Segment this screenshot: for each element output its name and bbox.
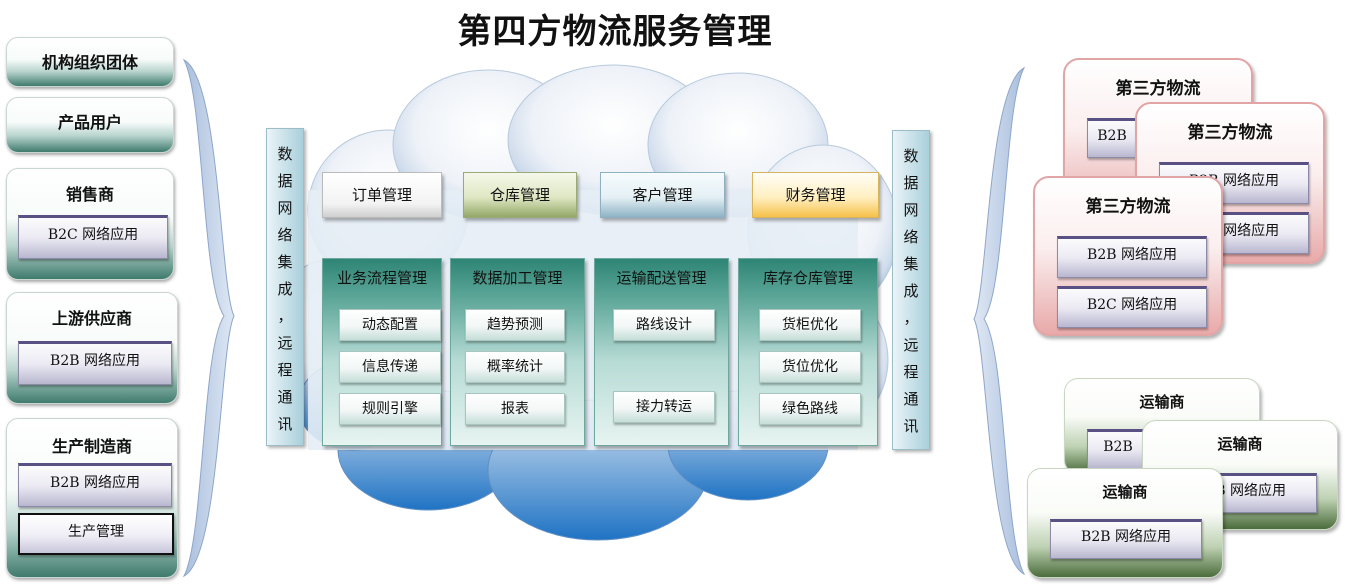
route-design-button[interactable]: 路线设计 (613, 309, 715, 341)
relay-transfer-button[interactable]: 接力转运 (613, 391, 715, 423)
seller-b2c-app[interactable]: B2C 网络应用 (18, 215, 168, 259)
seller-box[interactable]: 销售商 B2C 网络应用 (6, 168, 174, 280)
tpl-card-front-title: 第三方物流 (1085, 197, 1171, 217)
warehouse-mgmt-box[interactable]: 仓库管理 (463, 172, 577, 218)
probability-stats-button[interactable]: 概率统计 (465, 351, 565, 383)
green-route-button[interactable]: 绿色路线 (759, 393, 861, 425)
right-data-integration-bar: 数据网络集成，远程通讯 (892, 130, 930, 450)
finance-mgmt-box[interactable]: 财务管理 (752, 172, 879, 218)
container-opt-button[interactable]: 货柜优化 (759, 309, 861, 341)
tpl-card-back-title: 第三方物流 (1115, 79, 1201, 99)
data-processing-title: 数据加工管理 (472, 269, 563, 287)
dynamic-config-button[interactable]: 动态配置 (339, 309, 441, 341)
manufacturer-label: 生产制造商 (51, 437, 132, 456)
slot-opt-button[interactable]: 货位优化 (759, 351, 861, 383)
carrier-card-front-title: 运输商 (1102, 483, 1148, 501)
org-group-box[interactable]: 机构组织团体 (6, 37, 174, 87)
business-process-panel: 业务流程管理 动态配置 信息传递 规则引擎 (322, 258, 442, 446)
tpl-card-front[interactable]: 第三方物流 B2B 网络应用 B2C 网络应用 (1033, 176, 1223, 336)
customer-mgmt-box[interactable]: 客户管理 (600, 172, 725, 218)
info-transfer-button[interactable]: 信息传递 (339, 351, 441, 383)
rule-engine-button[interactable]: 规则引擎 (339, 393, 441, 425)
carrier-card-front[interactable]: 运输商 B2B 网络应用 (1027, 468, 1223, 578)
inventory-title: 库存仓库管理 (762, 269, 853, 287)
manufacturer-b2b-app[interactable]: B2B 网络应用 (18, 463, 172, 507)
report-button[interactable]: 报表 (465, 393, 565, 425)
carrier-card-middle-title: 运输商 (1217, 435, 1263, 453)
transport-panel: 运输配送管理 路线设计 接力转运 (594, 258, 729, 446)
inventory-panel: 库存仓库管理 货柜优化 货位优化 绿色路线 (738, 258, 878, 446)
upstream-b2b-app[interactable]: B2B 网络应用 (18, 341, 172, 385)
carrier-front-b2b[interactable]: B2B 网络应用 (1050, 519, 1202, 559)
carrier-back-b2b[interactable]: B2B (1087, 429, 1149, 469)
product-user-label: 产品用户 (57, 113, 122, 132)
seller-label: 销售商 (65, 185, 114, 204)
tpl-back-b2b[interactable]: B2B (1087, 118, 1137, 158)
data-processing-panel: 数据加工管理 趋势预测 概率统计 报表 (450, 258, 585, 446)
order-mgmt-box[interactable]: 订单管理 (322, 172, 442, 218)
org-group-label: 机构组织团体 (41, 53, 138, 72)
left-bracket-icon (182, 58, 235, 578)
tpl-front-b2c[interactable]: B2C 网络应用 (1057, 286, 1207, 328)
right-bracket-icon (973, 66, 1026, 576)
tpl-card-middle-title: 第三方物流 (1187, 123, 1273, 143)
carrier-card-back-title: 运输商 (1139, 393, 1185, 411)
production-mgmt[interactable]: 生产管理 (18, 513, 174, 555)
product-user-box[interactable]: 产品用户 (6, 97, 174, 153)
transport-title: 运输配送管理 (616, 269, 707, 287)
upstream-supplier-label: 上游供应商 (51, 309, 132, 328)
left-data-integration-bar: 数据网络集成，远程通讯 (266, 128, 304, 446)
upstream-supplier-box[interactable]: 上游供应商 B2B 网络应用 (6, 292, 178, 404)
trend-forecast-button[interactable]: 趋势预测 (465, 309, 565, 341)
page-title: 第四方物流服务管理 (457, 12, 773, 52)
manufacturer-box[interactable]: 生产制造商 B2B 网络应用 生产管理 (6, 418, 178, 578)
business-process-title: 业务流程管理 (336, 269, 427, 287)
tpl-front-b2b[interactable]: B2B 网络应用 (1057, 236, 1207, 278)
